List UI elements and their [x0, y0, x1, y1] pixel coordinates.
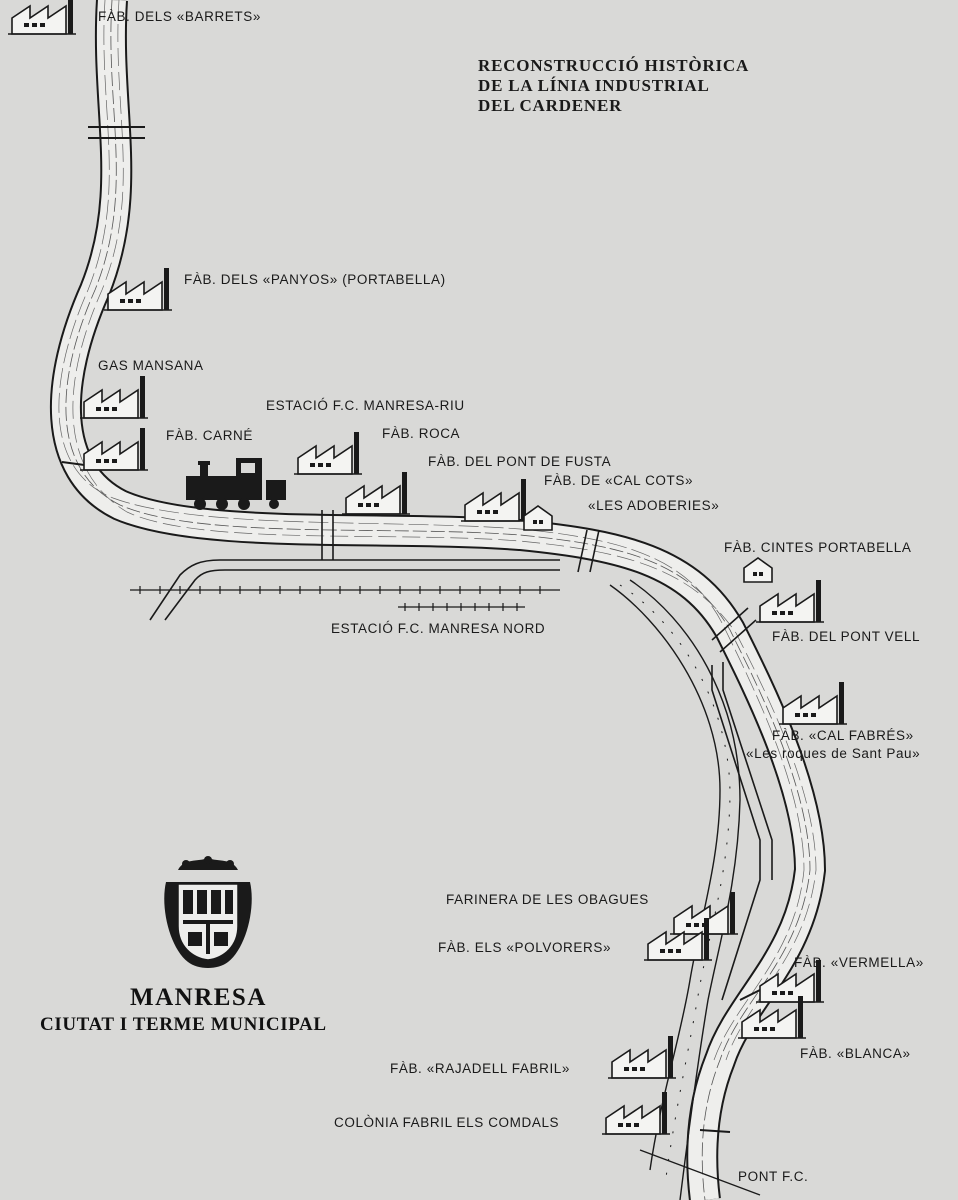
- roads: [149, 510, 773, 1001]
- factory-icon-barrets: [7, 0, 77, 35]
- label-comdals: COLÒNIA FABRIL ELS COMDALS: [334, 1115, 560, 1130]
- label-pont-fc: PONT F.C.: [738, 1169, 809, 1184]
- label-cal-fabres: FÀB. «CAL FABRÉS»: [772, 728, 914, 743]
- factory-icon-pont-vell: [755, 579, 825, 623]
- title-line-3: DEL CARDENER: [478, 96, 623, 115]
- factory-icon-gas-mansana: [79, 375, 149, 419]
- title-line-1: RECONSTRUCCIÓ HISTÒRICA: [478, 56, 750, 75]
- city-subtitle: CIUTAT I TERME MUNICIPAL: [40, 1014, 327, 1035]
- label-gas-mansana: GAS MANSANA: [98, 358, 204, 373]
- factory-icon-roca: [293, 431, 363, 475]
- label-roques: «Les roques de Sant Pau»: [746, 746, 921, 761]
- house-icon-cintes: [743, 557, 773, 583]
- label-vermella: FÀB. «VERMELLA»: [794, 955, 924, 970]
- locomotive-icon: [186, 458, 286, 510]
- label-pont-fusta: FÀB. DEL PONT DE FUSTA: [428, 454, 612, 469]
- label-cal-cots: FÀB. DE «CAL COTS»: [544, 473, 694, 488]
- label-blanca: FÀB. «BLANCA»: [800, 1046, 911, 1061]
- label-carne: FÀB. CARNÉ: [166, 428, 254, 443]
- label-estacio-riu: ESTACIÓ F.C. MANRESA-RIU: [266, 398, 465, 413]
- label-pont-vell: FÀB. DEL PONT VELL: [772, 629, 921, 644]
- label-roca: FÀB. ROCA: [382, 426, 461, 441]
- factory-icon-carne: [79, 427, 149, 471]
- label-farinera: FARINERA DE LES OBAGUES: [446, 892, 649, 907]
- label-polvorers: FÀB. ELS «POLVORERS»: [438, 940, 612, 955]
- factory-icon-pont-fusta: [341, 471, 411, 515]
- city-name: MANRESA: [130, 984, 267, 1011]
- house-icon-adoberies: [523, 505, 553, 531]
- factory-icon-comdals: [601, 1091, 671, 1135]
- label-barrets: FÀB. DELS «BARRETS»: [98, 9, 261, 24]
- title-line-2: DE LA LÍNIA INDUSTRIAL: [478, 76, 710, 95]
- river-cardener: [49, 0, 827, 1200]
- factory-icon-rajadell: [607, 1035, 677, 1079]
- label-estacio-nord: ESTACIÓ F.C. MANRESA NORD: [331, 621, 546, 636]
- river-weirs: [61, 126, 771, 1133]
- coat-of-arms-icon: [164, 856, 252, 968]
- label-panyos: FÀB. DELS «PANYOS» (PORTABELLA): [184, 272, 446, 287]
- label-rajadell: FÀB. «RAJADELL FABRIL»: [390, 1061, 571, 1076]
- railway-ties: [139, 586, 541, 611]
- factory-icon-cal-cots: [460, 478, 530, 522]
- map-title: RECONSTRUCCIÓ HISTÒRICA DE LA LÍNIA INDU…: [478, 56, 749, 116]
- label-cintes: FÀB. CINTES PORTABELLA: [724, 540, 912, 555]
- label-adoberies: «LES ADOBERIES»: [588, 498, 720, 513]
- river-flow-lines: [65, 0, 811, 1200]
- factory-icon-cal-fabres: [778, 681, 848, 725]
